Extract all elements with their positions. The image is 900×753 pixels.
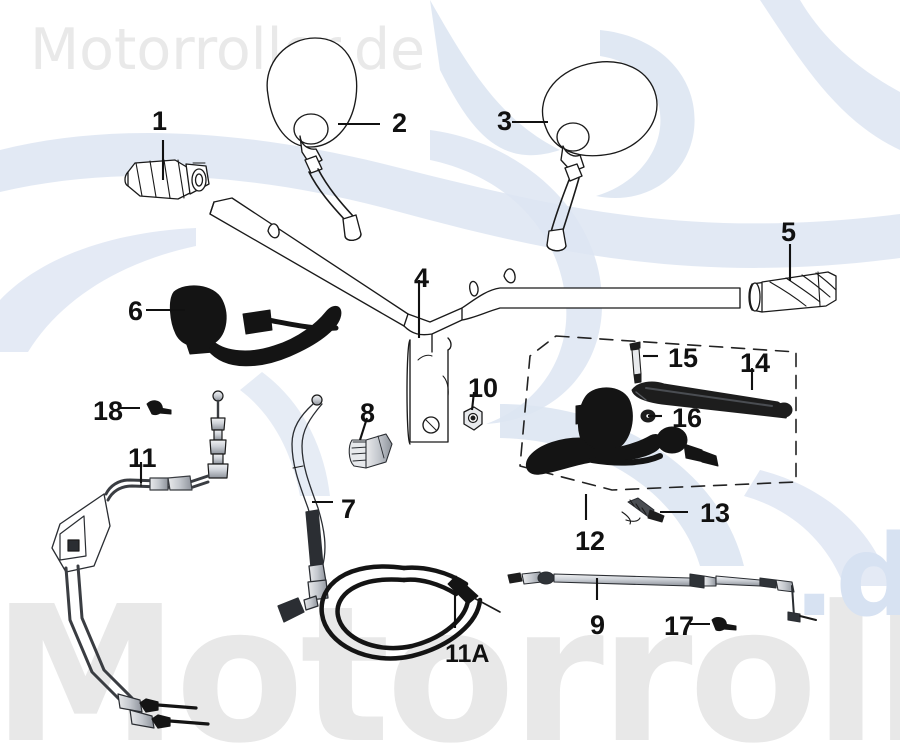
part-18-clip-screw bbox=[146, 400, 172, 415]
part-7-brake-hose bbox=[277, 394, 329, 623]
part-14-brake-lever bbox=[631, 381, 793, 419]
callout-2[interactable]: 2 bbox=[392, 108, 408, 138]
part-2-mirror-left bbox=[266, 37, 362, 241]
part-12-switch-right-assembly bbox=[525, 387, 719, 475]
watermark-de-suffix: .de bbox=[793, 512, 900, 642]
part-11A-brake-cable bbox=[319, 564, 501, 661]
part-8-banjo-bolt bbox=[348, 433, 393, 469]
callout-13[interactable]: 13 bbox=[700, 498, 731, 528]
dashed-group-box bbox=[519, 335, 797, 491]
leader-10 bbox=[470, 391, 476, 411]
callout-11A[interactable]: 11A bbox=[445, 640, 490, 668]
part-5-handgrip bbox=[748, 271, 837, 313]
leader-8 bbox=[358, 417, 369, 441]
callout-5[interactable]: 5 bbox=[781, 217, 797, 247]
part-9-throttle-cable bbox=[507, 571, 817, 623]
callout-10[interactable]: 10 bbox=[468, 373, 499, 403]
watermark-top-text: Motorroller.de bbox=[30, 17, 426, 83]
part-15-pivot-bolt bbox=[629, 341, 642, 384]
callout-11[interactable]: 11 bbox=[128, 443, 157, 473]
part-3-mirror-right bbox=[541, 61, 658, 252]
callout-16[interactable]: 16 bbox=[672, 403, 703, 433]
callout-9[interactable]: 9 bbox=[590, 610, 606, 640]
callout-17[interactable]: 17 bbox=[664, 611, 695, 641]
callout-4[interactable]: 4 bbox=[414, 263, 430, 293]
part-6-switch-left bbox=[169, 285, 342, 367]
callout-18[interactable]: 18 bbox=[93, 396, 124, 426]
part-4-handlebar bbox=[209, 197, 741, 445]
callout-1[interactable]: 1 bbox=[152, 106, 168, 136]
part-17-cable-adjuster-screw bbox=[711, 617, 737, 631]
callout-6[interactable]: 6 bbox=[128, 296, 144, 326]
callout-7[interactable]: 7 bbox=[341, 494, 357, 524]
part-11-brake-cable-splitter bbox=[51, 390, 229, 729]
callout-8[interactable]: 8 bbox=[360, 398, 376, 428]
callout-3[interactable]: 3 bbox=[497, 106, 513, 136]
callout-15[interactable]: 15 bbox=[668, 343, 699, 373]
callout-12[interactable]: 12 bbox=[575, 526, 606, 556]
part-10-nut bbox=[463, 406, 483, 431]
part-13-spring-pin bbox=[621, 497, 665, 525]
callout-14[interactable]: 14 bbox=[740, 348, 771, 378]
